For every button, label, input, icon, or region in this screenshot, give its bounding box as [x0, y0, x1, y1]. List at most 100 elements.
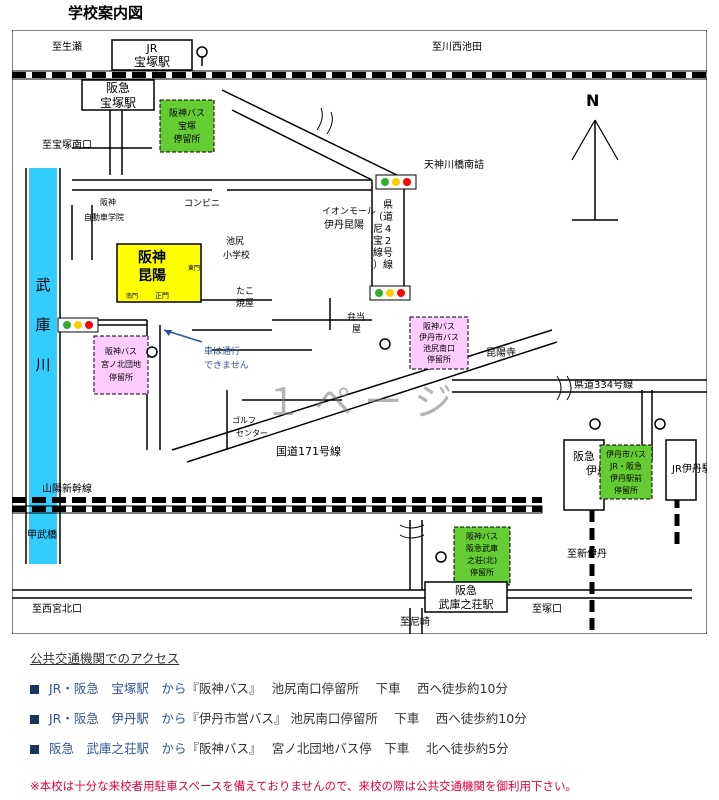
bus-stop-miyanokita: 阪神バス 宮ノ北団地 停留所: [93, 335, 149, 395]
svg-text:号: 号: [383, 247, 393, 259]
access-heading: 公共交通機関でのアクセス: [30, 651, 180, 666]
svg-text:阪神バス: 阪神バス: [105, 346, 137, 356]
svg-text:県: 県: [383, 199, 393, 211]
svg-text:至生瀬: 至生瀬: [52, 40, 82, 53]
svg-text:小学校: 小学校: [223, 249, 250, 261]
svg-text:池尻: 池尻: [226, 235, 244, 247]
svg-text:庫: 庫: [35, 316, 50, 334]
bullet-icon: [30, 745, 39, 754]
svg-text:宝塚駅: 宝塚駅: [100, 96, 136, 110]
svg-text:できません: できません: [204, 360, 249, 371]
svg-text:伊丹市バス: 伊丹市バス: [419, 332, 459, 342]
svg-text:JR: JR: [146, 42, 158, 55]
route42-label: 県 道 4 2 号 線 （ 尼 宝 線 ）: [373, 199, 393, 271]
svg-text:JR伊丹駅: JR伊丹駅: [671, 463, 707, 475]
traffic-signal-north: [375, 174, 417, 190]
traffic-signal-route42: [369, 285, 411, 301]
svg-text:阪神バス: 阪神バス: [423, 321, 455, 331]
bus-stop-icon: [589, 418, 601, 430]
railway-bottom: [12, 505, 543, 514]
svg-text:至宝塚南口: 至宝塚南口: [42, 138, 92, 151]
hankyu-mukonoso-station: 阪急 武庫之荘駅: [424, 581, 508, 613]
svg-text:停留所: 停留所: [109, 372, 133, 382]
svg-text:川: 川: [35, 356, 50, 374]
hankyu-itami-station: 阪急 伊丹駅: [563, 439, 619, 511]
bus-stop-icon: [146, 346, 158, 358]
svg-text:阪神: 阪神: [138, 249, 166, 266]
svg-text:天神川橋南詰: 天神川橋南詰: [424, 158, 484, 171]
svg-text:宝塚駅: 宝塚駅: [134, 55, 170, 69]
svg-text:阪神: 阪神: [100, 197, 116, 207]
svg-text:県道334号線: 県道334号線: [574, 378, 633, 391]
svg-text:ゴルフ: ゴルフ: [232, 415, 256, 425]
svg-text:線: 線: [383, 258, 393, 271]
school-map: 武 庫 川 山陽新幹線: [12, 30, 707, 634]
svg-text:至尼崎: 至尼崎: [400, 615, 430, 628]
svg-text:）: ）: [373, 259, 383, 271]
svg-text:東門: 東門: [188, 264, 200, 272]
svg-text:至川西池田: 至川西池田: [432, 40, 482, 53]
svg-text:自動車学院: 自動車学院: [84, 212, 124, 222]
bus-stop-ikejiri: 阪神バス 伊丹市バス 池尻南口 停留所: [409, 316, 469, 370]
north-arrow: N: [571, 91, 619, 221]
svg-text:阪急武庫: 阪急武庫: [466, 543, 498, 553]
access-section: 公共交通機関でのアクセス JR・阪急 宝塚駅 から『阪神バス』 池尻南口停留所 …: [30, 648, 527, 769]
svg-text:阪神バス: 阪神バス: [466, 531, 498, 541]
svg-text:停留所: 停留所: [614, 485, 638, 495]
svg-text:尼: 尼: [373, 223, 383, 235]
access-route: JR・阪急 伊丹駅 から『伊丹市営バス』 池尻南口停留所 下車 西へ徒歩約10分: [30, 709, 527, 739]
svg-text:2: 2: [385, 236, 391, 247]
svg-text:阪急: 阪急: [455, 583, 477, 597]
svg-text:伊丹昆陽: 伊丹昆陽: [324, 219, 364, 231]
svg-text:国道171号線: 国道171号線: [276, 444, 341, 458]
svg-text:伊丹駅前: 伊丹駅前: [610, 473, 642, 483]
svg-text:至塚口: 至塚口: [532, 603, 562, 615]
bus-stop-takarazuka: 阪神バス 宝塚 停留所: [159, 99, 215, 153]
bullet-icon: [30, 715, 39, 724]
traffic-signal-west: [57, 317, 99, 333]
svg-text:正門: 正門: [155, 292, 169, 300]
svg-text:阪急: 阪急: [106, 80, 130, 95]
bullet-icon: [30, 685, 39, 694]
svg-text:山陽新幹線: 山陽新幹線: [42, 482, 92, 495]
svg-text:停留所: 停留所: [470, 567, 494, 577]
svg-text:弁当: 弁当: [347, 311, 365, 323]
svg-text:線: 線: [373, 246, 383, 259]
svg-text:池尻南口: 池尻南口: [423, 343, 455, 353]
svg-text:阪急: 阪急: [573, 449, 595, 463]
svg-text:停留所: 停留所: [173, 133, 200, 145]
svg-text:4: 4: [385, 224, 391, 235]
svg-text:宝塚: 宝塚: [178, 120, 196, 132]
bus-stop-icon: [379, 338, 391, 350]
svg-text:之荘(北): 之荘(北): [467, 555, 497, 565]
svg-text:車は通行: 車は通行: [204, 345, 240, 357]
bus-stop-itami-station: 伊丹市バス JR・阪急 伊丹駅前 停留所: [599, 444, 653, 500]
muko-river-label: 武: [35, 276, 50, 294]
svg-text:甲武橋: 甲武橋: [27, 528, 57, 541]
svg-text:至西宮北口: 至西宮北口: [32, 602, 82, 615]
svg-text:南門: 南門: [126, 292, 138, 300]
hankyu-takarazuka-station: 阪急 宝塚駅: [81, 79, 155, 111]
page-watermark: １ ペ ー ジ: [264, 380, 452, 424]
svg-text:宮ノ北団地: 宮ノ北団地: [101, 359, 141, 369]
svg-text:イオンモール: イオンモール: [322, 206, 376, 217]
svg-text:停留所: 停留所: [427, 354, 451, 364]
svg-text:昆陽寺: 昆陽寺: [486, 347, 516, 359]
railway-top: [12, 70, 707, 80]
svg-text:（: （: [373, 211, 383, 223]
svg-text:コンビニ: コンビニ: [184, 198, 220, 209]
svg-text:昆陽: 昆陽: [138, 267, 166, 284]
page-title: 学校案内図: [68, 4, 144, 22]
sanyo-shinkansen: 山陽新幹線: [12, 482, 542, 503]
svg-text:センター: センター: [236, 429, 268, 438]
bus-stop-mukonoso: 阪神バス 阪急武庫 之荘(北) 停留所: [453, 526, 511, 586]
svg-text:伊丹市バス: 伊丹市バス: [606, 449, 646, 459]
muko-river: 武 庫 川: [25, 168, 61, 564]
jr-itami-station: JR伊丹駅: [665, 439, 707, 501]
svg-text:JR・阪急: JR・阪急: [609, 461, 642, 471]
bus-stop-icon: [196, 46, 208, 66]
jr-takarazuka-station: JR 宝塚駅: [111, 39, 193, 71]
svg-text:至新伊丹: 至新伊丹: [567, 547, 607, 560]
svg-text:たこ: たこ: [236, 286, 254, 297]
north-label: N: [586, 91, 599, 110]
